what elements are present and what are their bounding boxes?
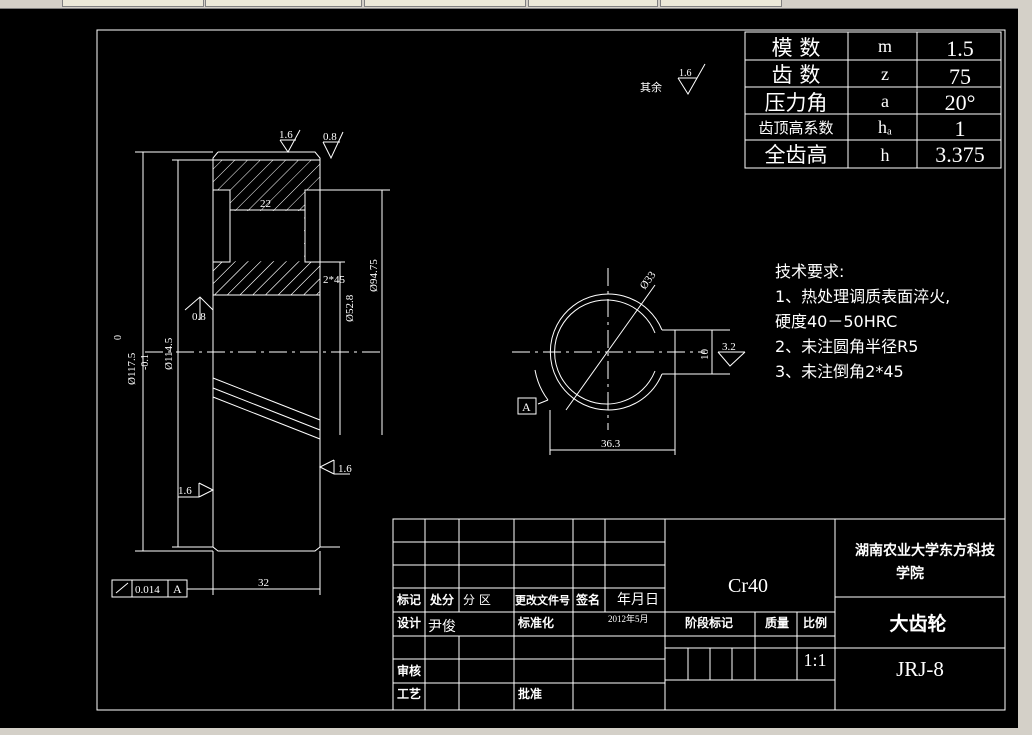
toolbar-segment[interactable] [205,0,362,7]
requirement-line-1: 1、热处理调质表面淬火, [775,287,950,306]
tb-mass: 质量 [765,615,789,630]
param-sym-module: m [878,36,892,56]
param-val-module: 1.5 [946,36,974,61]
dim-bore-dia: Ø33 [638,269,659,292]
title-block: Cr40 湖南农业大学东方科技 学院 大齿轮 JRJ-8 1:1 标记 处分 分… [392,518,1006,711]
dim-keyway: 10 [699,349,711,361]
school-line-1: 湖南农业大学东方科技 [855,542,996,559]
param-val-teeth: 75 [949,64,971,89]
material: Cr40 [728,575,768,597]
toolbar-segment[interactable] [660,0,782,7]
tb-sign: 签名 [575,592,600,607]
dim-d1145: Ø114.5 [163,337,175,370]
drawing-canvas[interactable]: 模 数 m 1.5 齿 数 z 75 压力角 a 20° 齿顶高系数 hₐ 1 … [0,0,1018,728]
tb-standard: 标准化 [517,615,554,630]
tb-design: 设计 [397,615,421,630]
drawing-number: JRJ-8 [896,657,944,681]
param-name-depth: 全齿高 [765,143,828,167]
runout-datum: A [173,582,182,596]
dim-chamfer: 2*45 [323,274,346,286]
tb-approve: 批准 [518,686,542,701]
roughness-top-1: 1.6 [279,129,293,141]
dim-d1175: Ø117.5 [126,352,138,385]
general-roughness-symbol: 其余 1.6 [640,63,706,95]
param-name-teeth: 齿 数 [772,63,821,87]
window-right-edge [1018,8,1032,728]
school-line-2: 学院 [896,565,924,582]
roughness-other-value: 1.6 [679,68,692,79]
dim-tol-lower: -0.1 [140,354,151,370]
gear-section-view: 22 Ø117.5 0 -0.1 Ø114.5 Ø94.75 Ø52.8 2*4… [111,129,390,598]
tb-ratio: 比例 [803,615,827,630]
tb-date: 2012年5月 [608,613,649,624]
param-name-pressure-angle: 压力角 [765,91,828,115]
window-toolbar-strip [0,0,1032,9]
tb-process: 工艺 [397,686,421,701]
technical-requirements: 技术要求: 1、热处理调质表面淬火, 硬度40－50HRC 2、未注圆角半径R5… [775,262,950,381]
runout-value: 0.014 [135,584,160,596]
tb-check: 审核 [397,663,421,678]
param-sym-addendum: hₐ [878,117,892,137]
dim-d528: Ø52.8 [344,294,356,322]
toolbar-segment[interactable] [62,0,204,7]
roughness-left-lower: 1.6 [178,485,192,497]
roughness-right: 1.6 [338,463,352,475]
dim-hub-width: 36.3 [601,438,621,450]
datum-label: A [522,400,531,414]
param-val-addendum: 1 [955,116,966,141]
dim-width: 32 [258,577,269,589]
requirement-line-2: 硬度40－50HRC [775,312,897,331]
window-bottom-edge [0,728,1032,735]
requirements-title: 技术要求: [775,262,844,281]
hub-end-view: Ø33 10 3.2 36.3 A [512,268,746,455]
tb-designer: 尹俊 [428,619,456,635]
param-name-addendum: 齿顶高系数 [758,119,833,137]
param-sym-teeth: z [881,64,889,84]
part-name: 大齿轮 [889,612,946,635]
tb-area: 分 区 [463,593,491,607]
toolbar-segment[interactable] [528,0,658,7]
gear-parameter-table: 模 数 m 1.5 齿 数 z 75 压力角 a 20° 齿顶高系数 hₐ 1 … [744,31,1002,169]
tb-doc: 更改文件号 [515,593,570,607]
dim-groove-width: 22 [260,198,271,210]
roughness-keyway: 3.2 [722,341,736,353]
param-val-depth: 3.375 [935,142,985,167]
requirement-line-3: 2、未注圆角半径R5 [775,337,918,356]
toolbar-segment[interactable] [364,0,526,7]
tb-stage: 阶段标记 [685,615,733,630]
roughness-bore: 0.8 [192,311,206,323]
tb-date-header: 年月日 [617,592,659,608]
scale-value: 1:1 [803,650,826,670]
tb-mark: 标记 [396,592,421,607]
requirement-line-4: 3、未注倒角2*45 [775,362,904,381]
param-name-module: 模 数 [772,36,821,60]
dim-tol-upper: 0 [113,335,124,340]
param-val-pressure-angle: 20° [945,90,976,115]
roughness-other-label: 其余 [640,80,662,94]
dim-d9475: Ø94.75 [368,259,380,292]
roughness-top-2: 0.8 [323,131,337,143]
tb-count: 处分 [429,592,454,607]
param-sym-pressure-angle: a [881,91,889,111]
param-sym-depth: h [881,145,890,165]
